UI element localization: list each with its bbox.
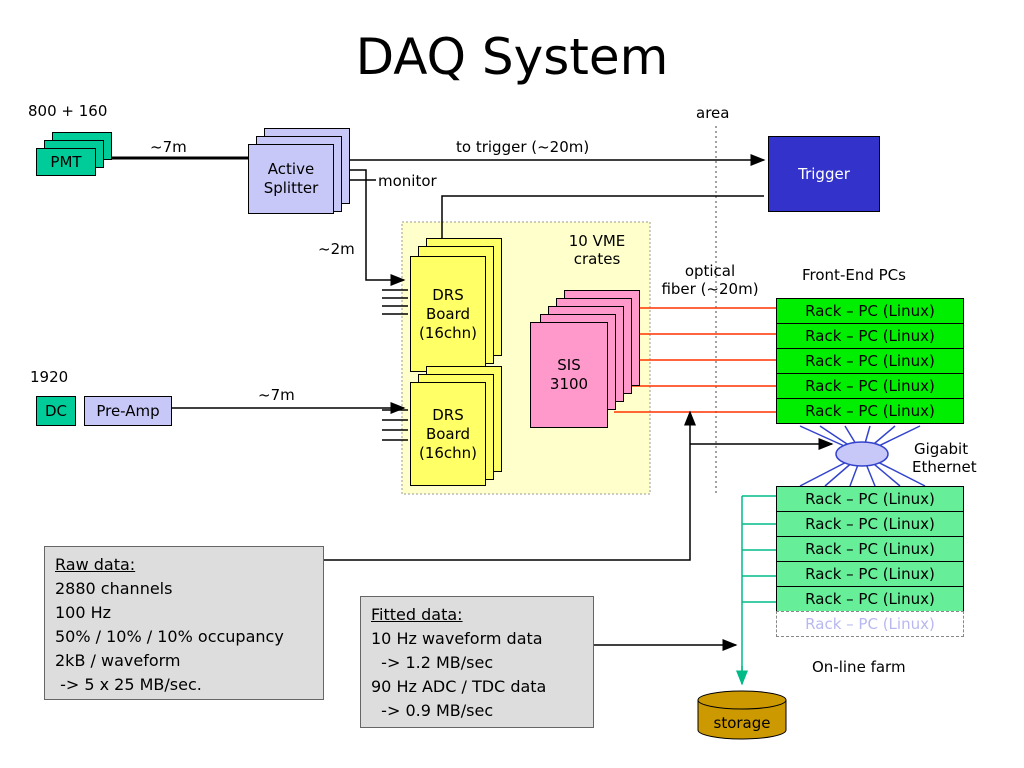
online-farm-label: On-line farm [812, 658, 906, 676]
cable-length-2m: ~2m [318, 240, 355, 258]
raw-data-line [322, 410, 696, 561]
ethernet-hub [835, 441, 889, 467]
splitter-to-drs [338, 169, 406, 286]
fitted-data-note: Fitted data: 10 Hz waveform data -> 1.2 … [360, 596, 594, 728]
drs-top-inputs [382, 289, 408, 315]
farm-pc: Rack – PC (Linux) [776, 486, 964, 512]
farm-pc-future: Rack – PC (Linux) [776, 611, 964, 637]
farm-pc: Rack – PC (Linux) [776, 561, 964, 587]
pmt-box: PMT [36, 148, 96, 176]
to-trigger-label: to trigger (~20m) [456, 138, 590, 156]
pre-amp-box: Pre-Amp [84, 396, 172, 426]
front-end-pc: Rack – PC (Linux) [776, 298, 964, 324]
page-title: DAQ System [355, 28, 669, 86]
online-farm-rack: Rack – PC (Linux) Rack – PC (Linux) Rack… [776, 486, 964, 637]
farm-pc: Rack – PC (Linux) [776, 536, 964, 562]
front-end-pc: Rack – PC (Linux) [776, 398, 964, 424]
trigger-box: Trigger [768, 136, 880, 212]
area-label: area [696, 104, 730, 122]
raw-data-note: Raw data: 2880 channels 100 Hz 50% / 10%… [44, 546, 324, 700]
pmt-count-label: 800 + 160 [28, 102, 108, 120]
farm-pc: Rack – PC (Linux) [776, 511, 964, 537]
storage-cylinder [697, 690, 787, 740]
farm-pc: Rack – PC (Linux) [776, 586, 964, 612]
front-end-rack: Rack – PC (Linux) Rack – PC (Linux) Rack… [776, 298, 964, 424]
dc-box: DC [36, 396, 76, 426]
front-end-pcs-label: Front-End PCs [802, 266, 906, 284]
front-end-pc: Rack – PC (Linux) [776, 348, 964, 374]
trigger-to-drs [436, 195, 764, 255]
storage-label: storage [713, 714, 771, 732]
front-end-pc: Rack – PC (Linux) [776, 373, 964, 399]
front-end-pc: Rack – PC (Linux) [776, 323, 964, 349]
monitor-label: monitor [378, 172, 437, 190]
cable-length-top: ~7m [150, 138, 187, 156]
dc-count-label: 1920 [30, 368, 69, 386]
farm-to-storage [741, 495, 776, 684]
cable-length-bottom: ~7m [258, 386, 295, 404]
